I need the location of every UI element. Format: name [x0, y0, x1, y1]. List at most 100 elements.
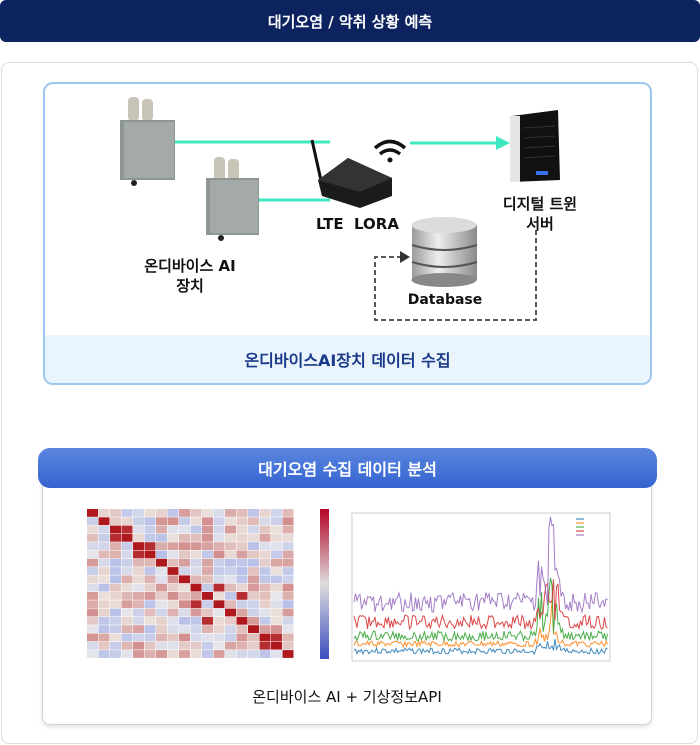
heatmap-cell — [271, 542, 282, 550]
heatmap-cell — [121, 650, 133, 658]
heatmap-cell — [179, 575, 190, 584]
heatmap-cell — [202, 608, 213, 617]
heatmap-cell — [179, 625, 190, 633]
heatmap-cell — [133, 608, 144, 617]
heatmap-cell — [98, 558, 110, 567]
heatmap-cell — [213, 575, 225, 584]
heatmap-cell — [156, 616, 167, 625]
heatmap-cell — [110, 525, 121, 534]
heatmap-cell — [190, 625, 202, 633]
heatmap-cell — [190, 509, 202, 517]
heatmap-cell — [121, 509, 133, 517]
heatmap-cell — [133, 575, 144, 584]
plot-series-line — [353, 516, 608, 614]
heatmap-cell — [110, 517, 121, 526]
heatmap-cell — [225, 567, 236, 575]
heatmap-cell — [236, 583, 248, 592]
heatmap-cell — [144, 650, 156, 658]
plot-series-line — [353, 639, 608, 656]
heatmap-cell — [144, 616, 156, 625]
heatmap-cell — [121, 616, 133, 625]
heatmap-cell — [190, 525, 202, 534]
heatmap-cell — [225, 600, 236, 609]
heatmap-cell — [156, 575, 167, 584]
heatmap-cell — [248, 616, 259, 625]
heatmap-cell — [156, 533, 167, 542]
heatmap-cell — [87, 600, 98, 609]
heatmap-cell — [213, 600, 225, 609]
heatmap-cell — [248, 509, 259, 517]
heatmap-cell — [259, 608, 271, 617]
heatmap-cell — [202, 533, 213, 542]
heatmap-cell — [271, 558, 282, 567]
heatmap-cell — [248, 525, 259, 534]
heatmap-cell — [87, 509, 98, 517]
heatmap-cell — [87, 558, 98, 567]
heatmap-cell — [156, 550, 167, 559]
heatmap-cell — [225, 592, 236, 600]
heatmap-cell — [271, 525, 282, 534]
heatmap-cell — [110, 575, 121, 584]
heatmap-cell — [133, 550, 144, 559]
heatmap-cell — [236, 533, 248, 542]
heatmap-cell — [156, 641, 167, 650]
heatmap-cell — [202, 633, 213, 642]
heatmap-cell — [87, 625, 98, 633]
heatmap-cell — [236, 608, 248, 617]
heatmap-cell — [110, 641, 121, 650]
heatmap-cell — [121, 575, 133, 584]
page-header: 대기오염 / 악취 상황 예측 — [0, 0, 700, 42]
heatmap-cell — [144, 592, 156, 600]
heatmap-cell — [98, 641, 110, 650]
heatmap-cell — [179, 509, 190, 517]
heatmap-cell — [87, 533, 98, 542]
heatmap-cell — [190, 533, 202, 542]
heatmap-cell — [179, 558, 190, 567]
heatmap-cell — [248, 600, 259, 609]
heatmap-cell — [236, 525, 248, 534]
heatmap-cell — [110, 650, 121, 658]
heatmap-cell — [282, 525, 294, 534]
heatmap-cell — [133, 592, 144, 600]
heatmap-cell — [271, 567, 282, 575]
heatmap-cell — [282, 583, 294, 592]
heatmap-cell — [98, 583, 110, 592]
heatmap-cell — [98, 616, 110, 625]
heatmap-cell — [236, 575, 248, 584]
heatmap-cell — [98, 542, 110, 550]
heatmap-cell — [179, 633, 190, 642]
heatmap-cell — [156, 567, 167, 575]
heatmap-cell — [236, 616, 248, 625]
heatmap-cell — [213, 616, 225, 625]
heatmap-cell — [144, 625, 156, 633]
heatmap-cell — [133, 625, 144, 633]
heatmap-cell — [236, 567, 248, 575]
heatmap-cell — [98, 533, 110, 542]
heatmap-cell — [110, 509, 121, 517]
heatmap-cell — [190, 641, 202, 650]
heatmap-cell — [259, 650, 271, 658]
heatmap-cell — [121, 641, 133, 650]
heatmap-cell — [110, 583, 121, 592]
heatmap-cell — [144, 608, 156, 617]
heatmap-cell — [236, 633, 248, 642]
heatmap-cell — [190, 550, 202, 559]
heatmap-cell — [87, 641, 98, 650]
heatmap-cell — [144, 525, 156, 534]
heatmap-cell — [121, 600, 133, 609]
heatmap-cell — [167, 517, 179, 526]
heatmap-cell — [133, 641, 144, 650]
heatmap-cell — [248, 650, 259, 658]
heatmap-cell — [259, 641, 271, 650]
heatmap-cell — [225, 517, 236, 526]
heatmap-cell — [259, 567, 271, 575]
heatmap-cell — [225, 641, 236, 650]
plot-series-line — [353, 579, 608, 631]
heatmap-cell — [282, 608, 294, 617]
heatmap-cell — [225, 525, 236, 534]
heatmap-cell — [190, 633, 202, 642]
heatmap-cell — [282, 641, 294, 650]
heatmap-cell — [110, 592, 121, 600]
heatmap-cell — [121, 608, 133, 617]
heatmap-cell — [248, 641, 259, 650]
